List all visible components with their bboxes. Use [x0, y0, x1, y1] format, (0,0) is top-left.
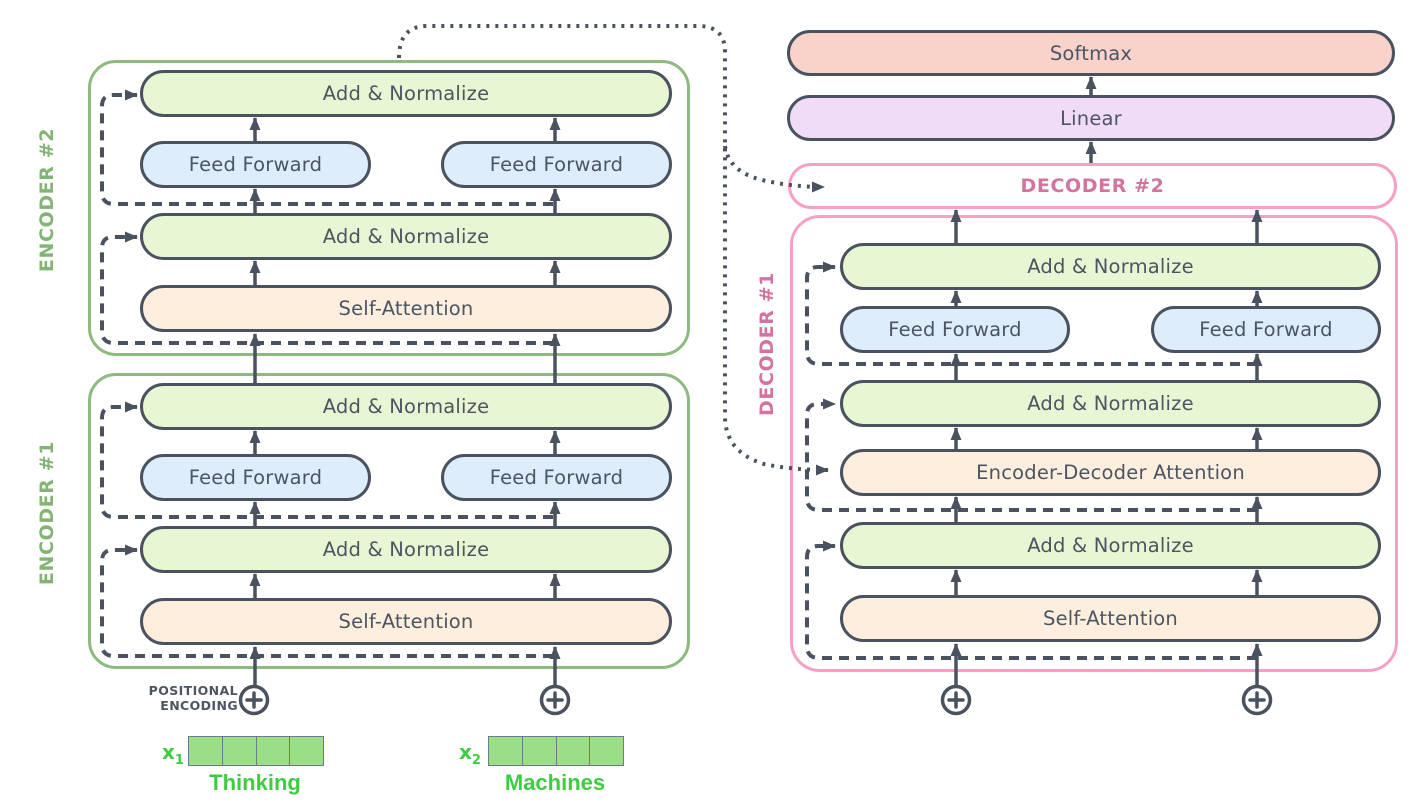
pill-label: Feed Forward [1199, 318, 1333, 341]
self-attention-pill: Self-Attention [140, 598, 672, 645]
embedding-x2 [488, 736, 624, 766]
pill-label: Feed Forward [489, 466, 624, 489]
linear-pill: Linear [787, 95, 1395, 141]
embedding-cell [523, 737, 557, 765]
pill-label: Add & Normalize [1027, 392, 1194, 415]
embedding-cell [223, 737, 257, 765]
plus-icon [245, 691, 263, 709]
pill-label: Self-Attention [338, 610, 474, 633]
decoder2-pill: DECODER #2 [788, 163, 1397, 209]
x2-label: x2 [459, 740, 481, 768]
add-normalize-pill: Add & Normalize [140, 213, 672, 260]
plus-icon [238, 684, 270, 716]
pill-label: Self-Attention [338, 297, 474, 320]
pill-label: Encoder-Decoder Attention [976, 461, 1245, 484]
embedding-x1 [188, 736, 324, 766]
pill-label: Add & Normalize [1027, 534, 1194, 557]
feed-forward-pill: Feed Forward [1151, 306, 1381, 353]
add-normalize-pill: Add & Normalize [140, 383, 672, 430]
positional-encoding-label: POSITIONAL ENCODING [118, 683, 238, 713]
pill-label: Add & Normalize [322, 538, 490, 561]
embedding-cell [557, 737, 591, 765]
feed-forward-pill: Feed Forward [441, 141, 672, 188]
x1-text: x [162, 740, 175, 764]
positional-encoding-line1: POSITIONAL [148, 683, 238, 698]
feed-forward-pill: Feed Forward [441, 454, 672, 501]
decoder2-label: DECODER #2 [1020, 175, 1165, 197]
x1-subscript: 1 [174, 753, 184, 768]
x1-label: x1 [162, 740, 184, 768]
pill-label: Softmax [1049, 41, 1133, 65]
feed-forward-pill: Feed Forward [840, 306, 1070, 353]
add-normalize-pill: Add & Normalize [140, 526, 672, 573]
encoder1-label: ENCODER #1 [36, 440, 58, 586]
pill-label: Add & Normalize [322, 225, 490, 248]
plus-icon [940, 684, 972, 716]
pill-label: Add & Normalize [1027, 255, 1194, 278]
pill-label: Add & Normalize [322, 395, 490, 418]
encoder-decoder-attention-pill: Encoder-Decoder Attention [840, 449, 1381, 496]
embedding-cell [590, 737, 623, 765]
word-thinking: Thinking [209, 770, 301, 795]
self-attention-pill: Self-Attention [840, 595, 1381, 642]
embedding-cell [290, 737, 323, 765]
pill-label: Feed Forward [888, 318, 1022, 341]
pill-label: Self-Attention [1043, 607, 1178, 630]
add-normalize-pill: Add & Normalize [140, 70, 672, 117]
feed-forward-pill: Feed Forward [140, 454, 371, 501]
add-normalize-pill: Add & Normalize [840, 243, 1381, 290]
softmax-pill: Softmax [787, 30, 1395, 76]
x2-subscript: 2 [471, 753, 481, 768]
encoder1-box [88, 373, 690, 669]
plus-icon [1248, 691, 1266, 709]
embedding-cell [189, 737, 223, 765]
add-normalize-pill: Add & Normalize [840, 380, 1381, 427]
plus-icon [1241, 684, 1273, 716]
positional-encoding-line2: ENCODING [160, 698, 238, 713]
plus-icon [539, 684, 571, 716]
add-normalize-pill: Add & Normalize [840, 522, 1381, 569]
self-attention-pill: Self-Attention [140, 285, 672, 332]
pill-label: Linear [1060, 106, 1122, 130]
embedding-cell [257, 737, 291, 765]
feed-forward-pill: Feed Forward [140, 141, 371, 188]
pill-label: Feed Forward [489, 153, 624, 176]
plus-icon [947, 691, 965, 709]
pill-label: Add & Normalize [322, 82, 490, 105]
word-machines: Machines [504, 770, 606, 795]
pill-label: Feed Forward [188, 466, 323, 489]
plus-icon [546, 691, 564, 709]
encoder2-label: ENCODER #2 [36, 127, 58, 273]
decoder1-label: DECODER #1 [756, 272, 778, 416]
pill-label: Feed Forward [188, 153, 323, 176]
embedding-cell [489, 737, 523, 765]
x2-text: x [459, 740, 472, 764]
